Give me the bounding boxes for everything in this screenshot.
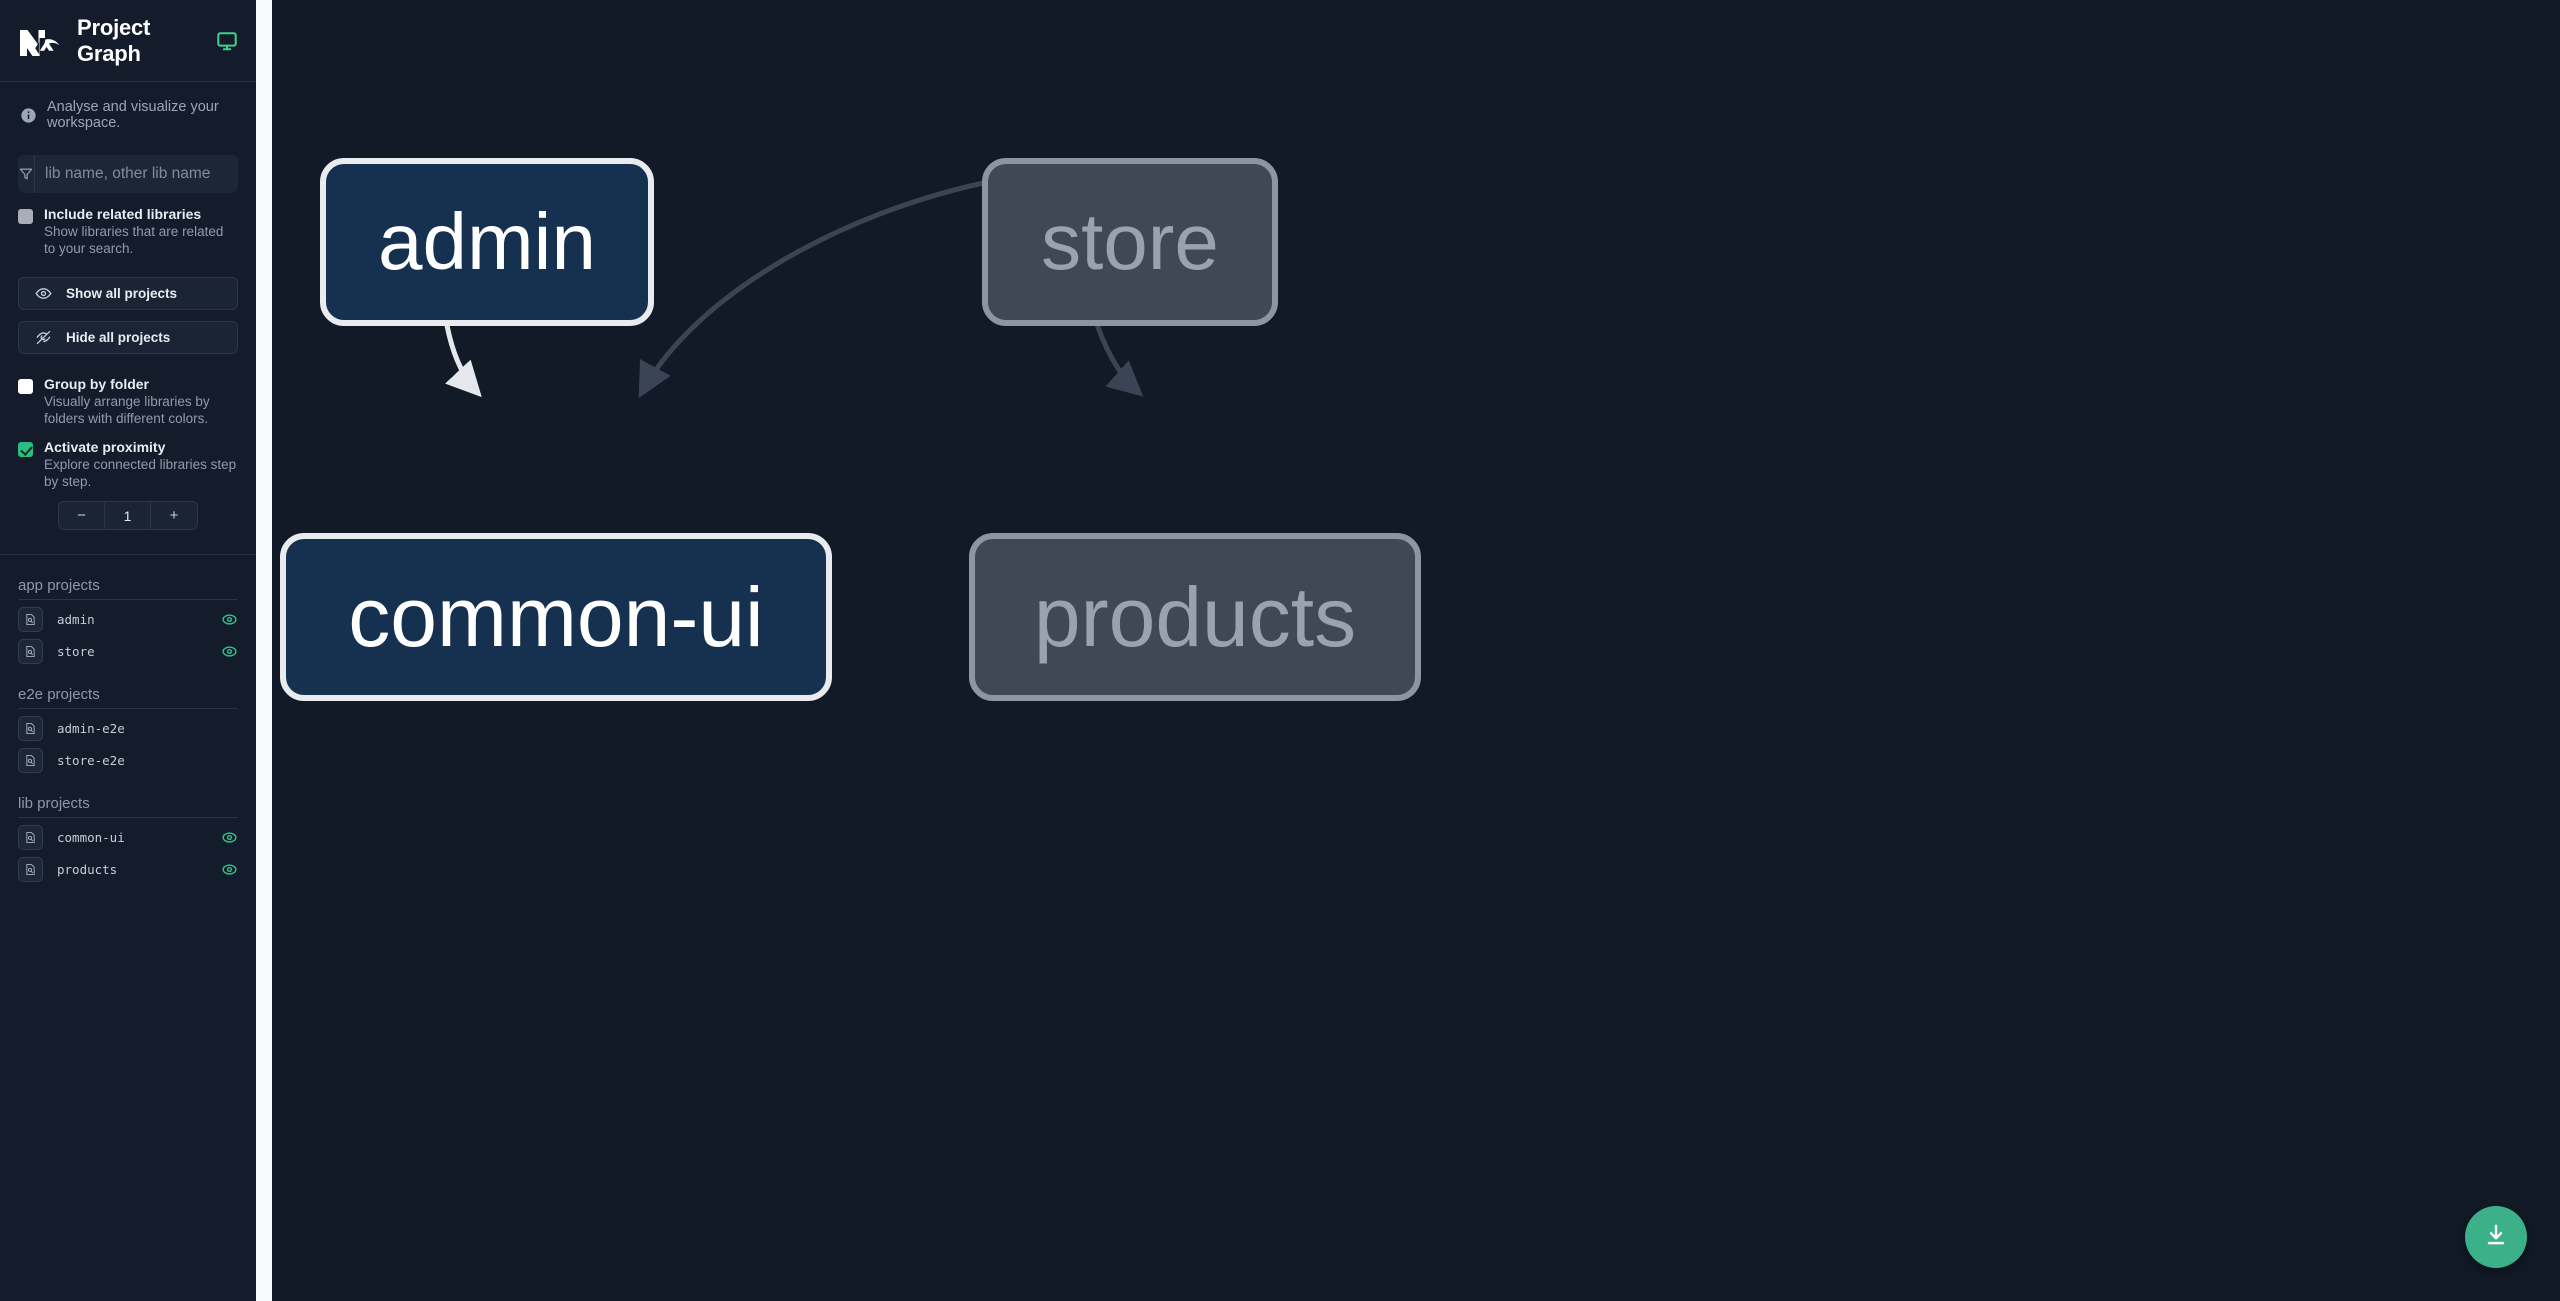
- group-title: e2e projects: [18, 686, 100, 703]
- sidebar-scrollbar[interactable]: [256, 0, 272, 1301]
- option-title: Activate proximity: [44, 439, 166, 455]
- project-group-app-projects: app projects admin: [0, 555, 256, 664]
- group-rule: [18, 708, 238, 709]
- page-title: Project Graph: [77, 14, 151, 66]
- project-group-lib-projects: lib projects common-ui: [0, 773, 256, 882]
- option-description: Visually arrange libraries by folders wi…: [44, 394, 210, 426]
- project-visibility-eye-icon[interactable]: [221, 643, 238, 660]
- graph-canvas[interactable]: admin store common-ui products: [272, 0, 2560, 1301]
- project-item-common-ui[interactable]: common-ui: [18, 825, 238, 850]
- show-all-projects-button[interactable]: Show all projects: [18, 277, 238, 310]
- search-box[interactable]: [18, 155, 238, 193]
- graph-node-products[interactable]: products: [969, 533, 1421, 701]
- project-name: admin: [57, 612, 95, 627]
- option-title: Include related libraries: [44, 206, 202, 222]
- graph-node-label: admin: [378, 197, 596, 286]
- project-name: admin-e2e: [57, 721, 125, 736]
- project-item-admin[interactable]: admin: [18, 607, 238, 632]
- info-icon: [20, 107, 37, 124]
- sidebar: Project Graph Analyse and visualize your…: [0, 0, 272, 1301]
- hide-all-projects-button[interactable]: Hide all projects: [18, 321, 238, 354]
- project-name: products: [57, 862, 118, 877]
- option-group-by-folder[interactable]: Group by folder Visually arrange librari…: [0, 354, 256, 427]
- project-type-icon: [18, 857, 43, 882]
- option-description: Show libraries that are related to your …: [44, 224, 224, 256]
- project-visibility-eye-icon[interactable]: [221, 829, 238, 846]
- proximity-stepper[interactable]: − 1 +: [58, 501, 198, 530]
- graph-node-label: common-ui: [348, 569, 764, 664]
- hide-all-projects-label: Hide all projects: [66, 330, 171, 345]
- project-type-icon: [18, 825, 43, 850]
- search-area: [0, 145, 256, 193]
- project-item-products[interactable]: products: [18, 857, 238, 882]
- group-rule: [18, 599, 238, 600]
- option-title: Group by folder: [44, 376, 149, 392]
- project-type-icon: [18, 607, 43, 632]
- show-all-projects-label: Show all projects: [66, 286, 178, 301]
- project-type-icon: [18, 716, 43, 741]
- option-activate-proximity[interactable]: Activate proximity Explore connected lib…: [0, 427, 256, 490]
- nx-logo-icon: [18, 24, 62, 58]
- project-group-e2e-projects: e2e projects admin-e2e: [0, 664, 256, 773]
- group-title: lib projects: [18, 795, 90, 812]
- graph-node-common-ui[interactable]: common-ui: [280, 533, 832, 701]
- include-related-libraries-checkbox[interactable]: [18, 209, 33, 224]
- graph-node-label: products: [1033, 569, 1357, 664]
- project-type-icon: [18, 639, 43, 664]
- graph-node-store[interactable]: store: [982, 158, 1278, 326]
- project-item-admin-e2e[interactable]: admin-e2e: [18, 716, 238, 741]
- workspace-hint-text: Analyse and visualize your workspace.: [47, 99, 219, 131]
- project-name: store-e2e: [57, 753, 125, 768]
- option-include-related-libraries[interactable]: Include related libraries Show libraries…: [0, 193, 256, 257]
- download-graph-button[interactable]: [2465, 1206, 2527, 1268]
- group-title: app projects: [18, 577, 100, 594]
- sidebar-divider: [0, 554, 256, 555]
- activate-proximity-checkbox[interactable]: [18, 442, 33, 457]
- group-rule: [18, 817, 238, 818]
- project-name: common-ui: [57, 830, 125, 845]
- project-type-icon: [18, 748, 43, 773]
- download-icon: [2483, 1222, 2509, 1253]
- monitor-icon[interactable]: [216, 30, 238, 52]
- edge-store-to-common-ui: [638, 179, 989, 399]
- sidebar-header: Project Graph: [0, 0, 256, 82]
- proximity-increment-button[interactable]: +: [169, 507, 179, 524]
- proximity-value: 1: [105, 502, 151, 529]
- proximity-decrement-button[interactable]: −: [59, 502, 105, 529]
- search-input[interactable]: [35, 155, 238, 193]
- graph-node-label: store: [1041, 197, 1219, 286]
- filter-funnel-icon: [18, 155, 35, 193]
- project-visibility-eye-icon[interactable]: [221, 611, 238, 628]
- project-item-store[interactable]: store: [18, 639, 238, 664]
- project-item-store-e2e[interactable]: store-e2e: [18, 748, 238, 773]
- option-description: Explore connected libraries step by step…: [44, 457, 237, 489]
- project-visibility-eye-icon[interactable]: [221, 861, 238, 878]
- workspace-hint: Analyse and visualize your workspace.: [0, 82, 256, 145]
- project-name: store: [57, 644, 95, 659]
- graph-node-admin[interactable]: admin: [320, 158, 654, 326]
- group-by-folder-checkbox[interactable]: [18, 379, 33, 394]
